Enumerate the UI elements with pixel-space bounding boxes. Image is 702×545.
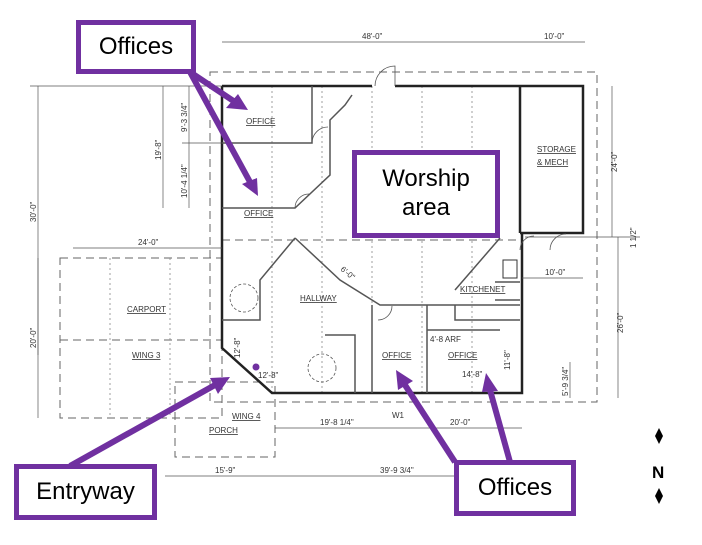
dimension-lines [30,41,640,477]
dim-right-offset: 1 1/2" [629,227,638,248]
dim-storage-width: 10'-0" [545,268,566,277]
room-office-4: OFFICE [448,351,477,360]
callout-offices-bottom: Offices [454,460,576,516]
room-storage-mech: & MECH [537,158,568,167]
room-wing4: WING 4 [232,412,261,421]
dim-entry-width: 12'-8" [258,371,279,380]
structural-grid [109,86,473,418]
dim-top-storage: 10'-0" [544,32,565,41]
dim-right-small: 5'-9 3/4" [561,367,570,396]
callout-worship-area: Worship area [352,150,500,238]
room-wing3: WING 3 [132,351,161,360]
doors [229,65,567,383]
callout-entryway-text: Entryway [36,477,135,505]
callout-offices-top-text: Offices [98,32,174,60]
room-storage: STORAGE [537,145,576,154]
callout-offices-bottom-text: Offices [477,473,553,501]
dim-office3-note: 4'-8 ARF [430,335,461,344]
callout-worship-line2: area [401,194,451,221]
dim-porch-width: 15'-9" [215,466,236,475]
room-hallway: HALLWAY [300,294,337,303]
compass-label: N [652,463,664,482]
dim-carport-width: 24'-0" [138,238,159,247]
callout-entryway: Entryway [14,464,157,520]
dim-carport-depth: 20'-0" [29,327,38,348]
room-office-2: OFFICE [244,209,273,218]
dim-right-upper: 24'-0" [610,151,619,172]
dim-office4-depth: 11'-8" [503,350,512,370]
exterior-walls [220,84,585,395]
dim-bottom-left: 19'-8 1/4" [320,418,354,427]
callout-offices-top: Offices [76,20,196,74]
room-office-3: OFFICE [382,351,411,360]
stove-icon [502,259,518,279]
dim-top-main: 48'-0" [362,32,383,41]
porch-outline [174,381,276,458]
interior-walls [222,86,520,393]
room-carport: CARPORT [127,305,166,314]
room-office-1: OFFICE [246,117,275,126]
dimension-labels: 48'-0" 10'-0" 30'-0" 19'-8" 9'-3 3/4" 10… [29,32,638,475]
dim-entry-diag: 12'-8" [233,337,242,358]
callout-worship-line1: Worship [382,165,470,193]
dim-bottom-total: 39'-9 3/4" [380,466,414,475]
callout-arrows [68,69,513,469]
dim-office2-depth: 10'-4 1/4" [180,164,189,198]
north-compass-icon: N [652,428,664,504]
room-labels: OFFICE OFFICE STORAGE & MECH HALLWAY KIT… [127,117,576,435]
dim-hall-diag: 6'-0" [339,265,357,282]
window-tag: W1 [392,411,405,420]
room-kitchenet: KITCHENET [460,285,505,294]
dim-bottom-right: 20'-0" [450,418,471,427]
dim-left-offices: 19'-8" [154,139,163,160]
dim-right-lower: 26'-0" [616,312,625,333]
dim-office1-depth: 9'-3 3/4" [180,103,189,132]
room-porch: PORCH [209,426,238,435]
dim-left-total: 30'-0" [29,201,38,222]
dim-office4-width: 14'-8" [462,370,483,379]
